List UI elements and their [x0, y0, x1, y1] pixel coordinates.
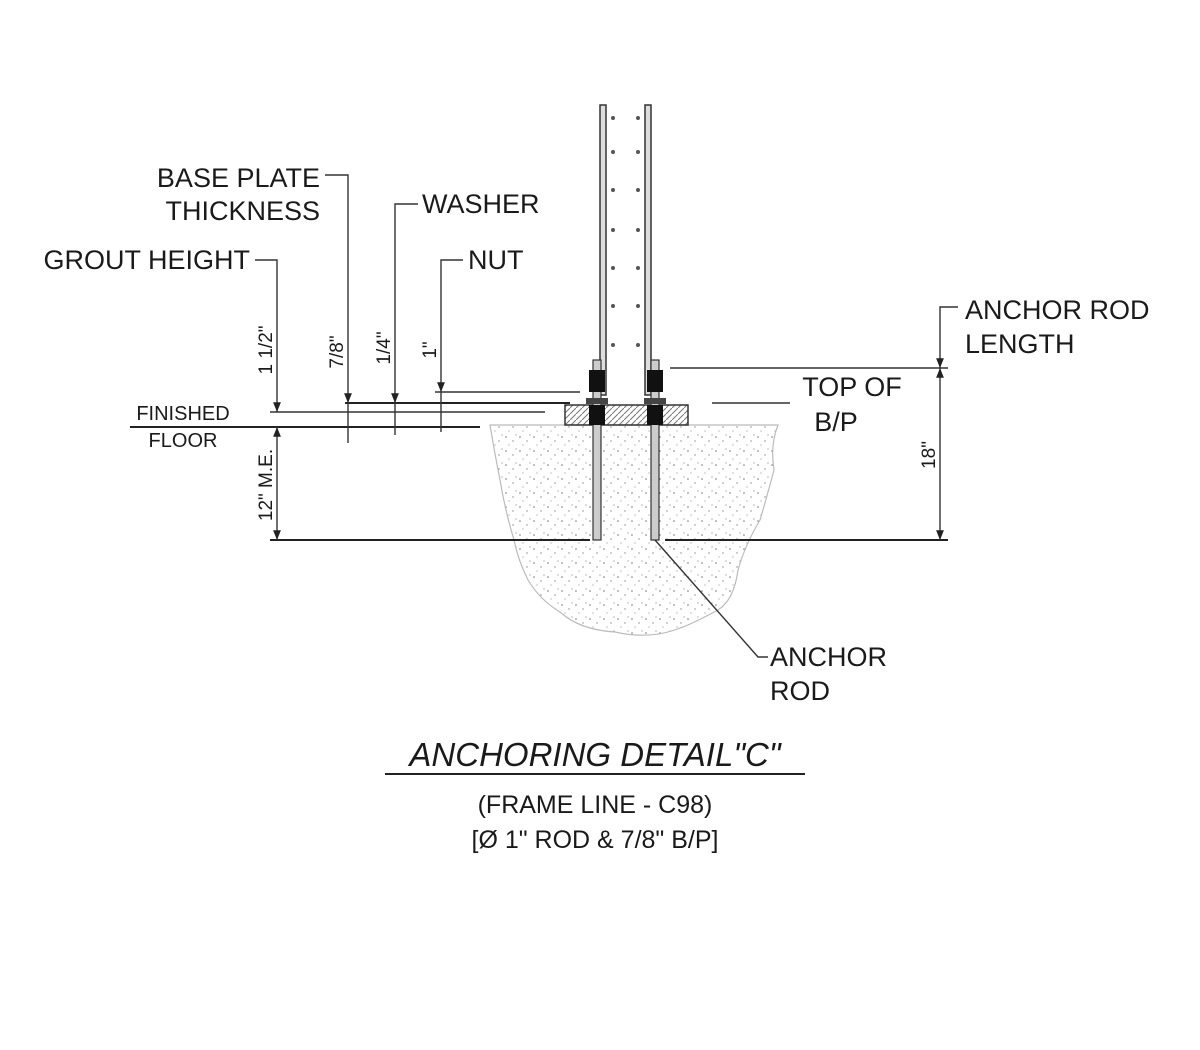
dim-embedment: 12" M.E. [256, 449, 277, 521]
anchor-rods [586, 359, 666, 541]
steel-column [599, 104, 652, 396]
dim-nut: 1" [420, 341, 441, 358]
dim-grout: 1 1/2" [256, 325, 277, 374]
dim-washer: 1/4" [374, 331, 395, 364]
label-top-of-bp-2: B/P [814, 407, 858, 437]
label-anchor-rod-length-1: ANCHOR ROD [965, 295, 1150, 325]
label-nut: NUT [468, 245, 524, 275]
detail-subtitle-2: [Ø 1" ROD & 7/8" B/P] [472, 826, 719, 854]
label-top-of-bp-1: TOP OF [802, 372, 902, 402]
base-plate [564, 404, 689, 426]
label-finished-floor-2: FLOOR [149, 430, 218, 452]
label-washer: WASHER [422, 189, 540, 219]
label-anchor-rod-length-2: LENGTH [965, 329, 1075, 359]
reference-lines [130, 367, 948, 541]
label-anchor-rod-1: ANCHOR [770, 642, 887, 672]
left-dimensions [255, 174, 463, 540]
right-dimensions [654, 306, 958, 658]
label-finished-floor-1: FINISHED [136, 403, 229, 425]
dim-base-plate: 7/8" [327, 335, 348, 368]
detail-subtitle-1: (FRAME LINE - C98) [478, 791, 713, 819]
label-base-plate-1: BASE PLATE [157, 163, 320, 193]
label-grout-height: GROUT HEIGHT [43, 245, 250, 275]
detail-title: ANCHORING DETAIL"C" [407, 736, 781, 773]
label-anchor-rod-2: ROD [770, 676, 830, 706]
dim-rod-length: 18" [919, 441, 940, 469]
label-base-plate-2: THICKNESS [165, 196, 320, 226]
concrete-pier [489, 424, 779, 636]
